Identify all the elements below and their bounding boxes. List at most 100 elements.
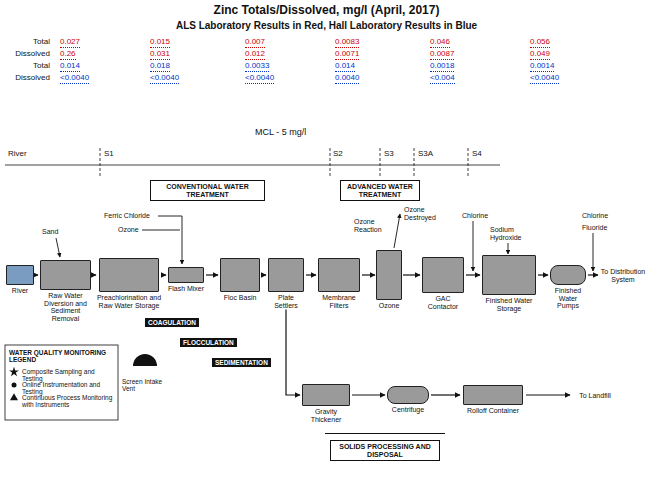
table-cell: <0.0040 <box>245 74 274 84</box>
unit-label: FLOCCULATION <box>183 339 234 346</box>
unit-icon <box>268 258 305 292</box>
annotation-label: MCL - 5 mg/l <box>255 128 306 138</box>
legend-text: Composite Sampling and Testing <box>22 368 95 382</box>
annotation-label: Ozone Destroyed <box>404 206 444 221</box>
table-cell: 0.0087 <box>430 50 454 60</box>
table-cell: 0.0040 <box>335 74 359 84</box>
intake-vent-symbol <box>133 354 157 366</box>
unit-label: Rolloff Container <box>460 407 526 415</box>
diagram-title: Zinc Totals/Dissolved, mg/l (April, 2017… <box>0 4 653 17</box>
unit-label: Plate Settlers <box>266 294 306 309</box>
table-cell: <0.0040 <box>60 74 89 84</box>
flow-connector <box>431 394 460 395</box>
flow-connector <box>362 274 375 275</box>
legend-text: Online Instrumentation and Testing <box>22 381 100 395</box>
unit-icon <box>463 385 524 405</box>
table-cell: 0.012 <box>245 50 265 60</box>
annotation-label: S4 <box>472 150 482 159</box>
unit-label: COAGULATION <box>148 319 196 326</box>
flow-connector <box>306 274 316 275</box>
annotation-label: Total <box>4 62 50 71</box>
unit-icon <box>168 267 205 283</box>
legend-entry: Continuous Process Monitoring with Instr… <box>22 394 114 408</box>
unit-label: Membrane Filters <box>316 294 362 309</box>
annotation-label: Sand <box>42 228 58 236</box>
flow-connector <box>206 274 218 275</box>
annotation-label: Dissolved <box>4 50 50 59</box>
legend-entry: Composite Sampling and Testing <box>22 368 114 382</box>
unit-icon <box>302 384 350 406</box>
table-cell: 0.027 <box>60 38 80 48</box>
unit-label: Floc Basin <box>218 294 262 302</box>
table-cell: 0.014 <box>60 62 80 72</box>
flow-connector <box>35 274 38 275</box>
unit-icon <box>6 265 34 285</box>
unit-label: River <box>5 287 35 295</box>
legend-symbol <box>12 383 17 388</box>
annotation-label: Chlorine <box>462 212 488 220</box>
unit-label: CONVENTIONAL WATER TREATMENT <box>154 183 261 198</box>
table-cell: 0.007 <box>245 38 265 48</box>
process-unit: Ozone <box>375 250 403 310</box>
section-band: CONVENTIONAL WATER TREATMENT <box>150 180 265 201</box>
unit-label: Finished Water Pumps <box>548 287 588 310</box>
table-cell: 0.0071 <box>335 50 359 60</box>
process-unit: Flash Mixer <box>166 267 206 293</box>
unit-label: To Landfill <box>570 392 620 400</box>
unit-icon <box>550 265 587 285</box>
process-unit: Preachlorination and Raw Water Storage <box>96 258 162 309</box>
flow-connector <box>588 274 598 275</box>
step-label-box: FLOCCULATION <box>180 338 237 347</box>
underline <box>325 433 445 434</box>
process-unit: Finished Water Pumps <box>548 265 588 310</box>
section-band: ADVANCED WATER TREATMENT <box>340 180 420 201</box>
unit-icon <box>376 250 402 300</box>
legend-symbol <box>9 367 19 376</box>
legend-entry: Online Instrumentation and Testing <box>22 381 114 395</box>
process-unit: To Landfill <box>570 390 620 400</box>
unit-label: To Distribution System <box>598 268 648 283</box>
annotation-label: Sodium Hydroxide <box>490 226 542 241</box>
process-unit: Gravity Thickener <box>300 384 352 423</box>
step-label-box: COAGULATION <box>145 318 199 327</box>
annotation-label: S2 <box>333 150 343 159</box>
table-cell: 0.0018 <box>430 62 454 72</box>
flow-connector <box>162 274 166 275</box>
annotation-label: S3A <box>418 150 433 159</box>
table-cell: 0.26 <box>60 50 76 60</box>
legend-text: Continuous Process Monitoring with Instr… <box>22 394 112 408</box>
annotation-label: WATER QUALITY MONITORING LEGEND <box>9 349 114 363</box>
step-label-box: SEDIMENTATION <box>212 358 271 367</box>
legend-frame <box>5 345 118 420</box>
flow-connector <box>286 309 300 395</box>
table-cell: 0.031 <box>150 50 170 60</box>
unit-label: Centrifuge <box>385 406 431 414</box>
flow-connector <box>526 394 570 395</box>
process-unit: GAC Contactor <box>420 257 466 310</box>
process-unit: Membrane Filters <box>316 258 362 309</box>
unit-icon <box>318 258 360 292</box>
flow-connector <box>262 274 266 275</box>
process-unit: To Distribution System <box>598 266 648 283</box>
unit-label: Raw Water Diversion and Sediment Removal <box>38 292 93 323</box>
unit-label: Preachlorination and Raw Water Storage <box>96 294 162 309</box>
process-unit: Plate Settlers <box>266 258 306 309</box>
unit-label: GAC Contactor <box>420 295 466 310</box>
flow-connector <box>466 274 480 275</box>
unit-label: SOLIDS PROCESSING AND DISPOSAL <box>334 443 436 458</box>
process-unit: Finished Water Storage <box>480 255 538 312</box>
process-unit: Centrifuge <box>385 386 431 414</box>
annotation-label: Chlorine <box>582 212 608 220</box>
annotation-label: S1 <box>104 150 114 159</box>
process-unit: Raw Water Diversion and Sediment Removal <box>38 260 93 323</box>
table-cell: 0.049 <box>530 50 550 60</box>
annotation-label: Total <box>4 38 50 47</box>
flow-connector <box>93 274 96 275</box>
unit-label: Flash Mixer <box>166 285 206 293</box>
sample-point-lines <box>100 148 468 176</box>
annotation-label: River <box>8 150 27 159</box>
flow-connector <box>538 274 548 275</box>
unit-icon <box>387 386 429 404</box>
